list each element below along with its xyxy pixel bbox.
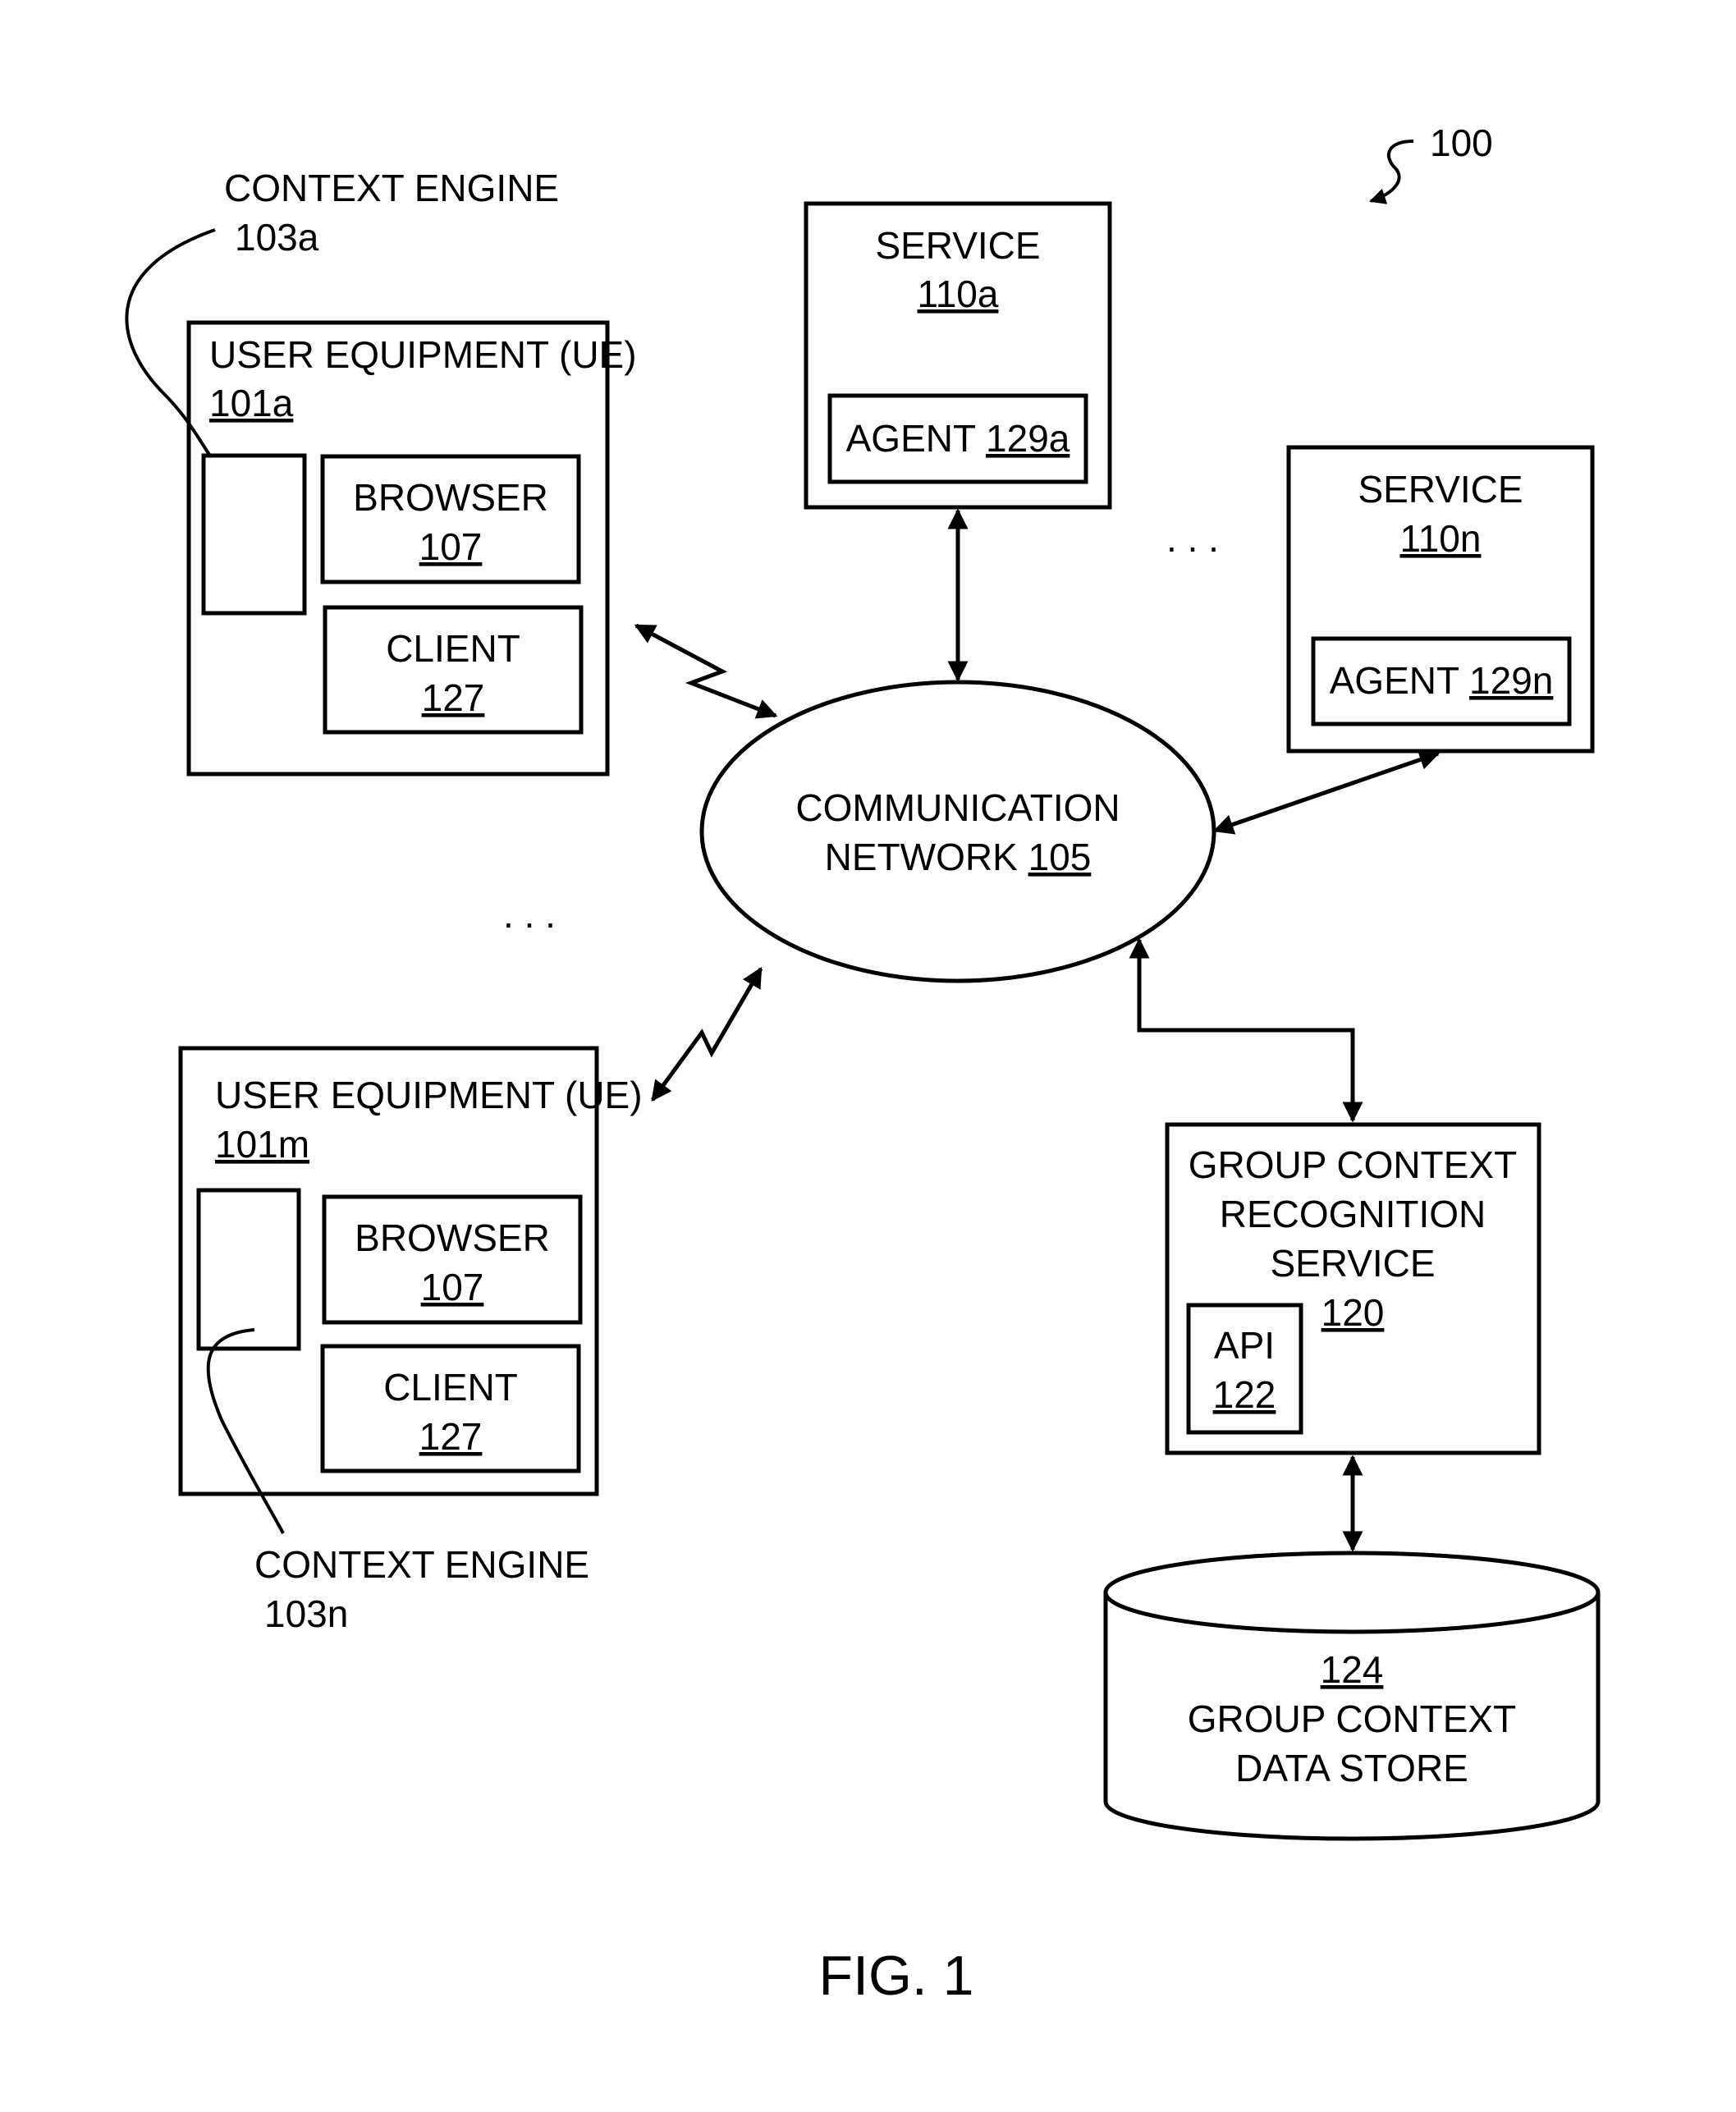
ue-m-ref: 101m [215,1123,309,1166]
group-context-recognition-service-120: GROUP CONTEXT RECOGNITION SERVICE 120 AP… [1167,1125,1539,1453]
agent-a-ref: 129a [986,417,1070,460]
figure-ref-number: 100 [1430,121,1493,164]
data-store-ref: 124 [1321,1648,1384,1691]
client-a-label: CLIENT [386,627,520,670]
figure-caption: FIG. 1 [819,1945,974,2007]
network-line2: NETWORK [825,836,1028,878]
network-ref: 105 [1028,836,1092,878]
api-ref: 122 [1213,1373,1276,1416]
service-n-ref: 110n [1400,517,1482,560]
service-110n: SERVICE 110n AGENT 129n [1289,447,1592,751]
connector-ue-a-network [636,625,776,716]
network-ellipse [702,682,1214,981]
group-context-data-store-124: 124 GROUP CONTEXT DATA STORE [1106,1553,1598,1839]
browser-m-ref: 107 [421,1266,484,1308]
agent-a-label: AGENT [846,417,986,460]
data-store-top [1106,1553,1598,1632]
ue-101a: CONTEXT ENGINE 103a USER EQUIPMENT (UE) … [126,167,636,774]
context-engine-m-box [199,1190,299,1349]
agent-n-ref: 129n [1469,659,1553,702]
network-line1: COMMUNICATION [795,786,1120,829]
context-engine-a-label: CONTEXT ENGINE [224,167,559,209]
data-store-line2: DATA STORE [1235,1747,1468,1789]
gcrs-line1: GROUP CONTEXT [1189,1143,1517,1186]
service-a-label: SERVICE [875,224,1040,267]
context-engine-a-box [204,456,305,613]
browser-a-label: BROWSER [353,476,548,519]
gcrs-line3: SERVICE [1270,1242,1435,1285]
context-engine-a-ref: 103a [235,216,319,259]
browser-m-label: BROWSER [355,1216,550,1259]
services-ellipsis: . . . [1166,517,1219,560]
client-m-ref: 127 [419,1415,483,1458]
gcrs-line2: RECOGNITION [1220,1193,1486,1235]
context-engine-m-ref: 103n [264,1592,348,1635]
communication-network-105: COMMUNICATION NETWORK 105 [702,682,1214,981]
agent-n-label: AGENT [1330,659,1469,702]
agent-a-text: AGENT 129a [846,417,1070,460]
connector-service-n-network [1215,754,1438,831]
gcrs-ref: 120 [1321,1291,1385,1334]
ue-a-title: USER EQUIPMENT (UE) [209,333,637,376]
agent-n-text: AGENT 129n [1330,659,1554,702]
figure-ref-100: 100 [1371,121,1493,201]
service-a-ref: 110a [918,273,999,315]
ue-101m: USER EQUIPMENT (UE) 101m BROWSER 107 CLI… [181,1048,643,1635]
api-label: API [1214,1324,1275,1367]
ues-ellipsis: . . . [503,893,556,936]
connector-ue-m-network [653,969,761,1100]
service-n-label: SERVICE [1358,468,1523,511]
data-store-line1: GROUP CONTEXT [1188,1697,1516,1740]
client-m-label: CLIENT [383,1366,518,1409]
ue-a-ref: 101a [209,382,294,424]
connector-gcrs-network [1139,940,1353,1120]
service-110a: SERVICE 110a AGENT 129a [806,204,1110,507]
ue-m-title: USER EQUIPMENT (UE) [215,1074,643,1116]
browser-a-ref: 107 [419,525,483,568]
client-a-ref: 127 [422,676,485,719]
context-engine-m-label: CONTEXT ENGINE [254,1543,589,1586]
network-line2-text: NETWORK 105 [825,836,1092,878]
